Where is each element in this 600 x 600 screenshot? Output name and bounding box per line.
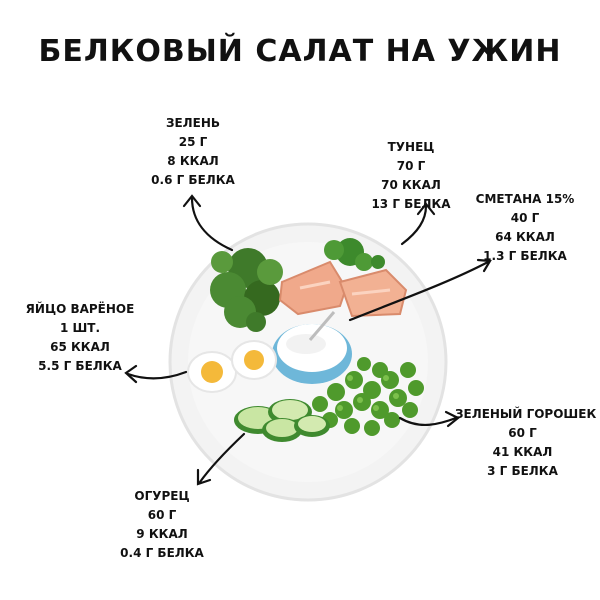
label-sour-cream: СМЕТАНА 15% 40 Г 64 ККАЛ 1.3 Г БЕЛКА (470, 190, 580, 266)
greens-name: ЗЕЛЕНЬ (165, 116, 221, 130)
label-egg: ЯЙЦО ВАРЁНОЕ 1 ШТ. 65 ККАЛ 5.5 Г БЕЛКА (20, 300, 140, 376)
cucumber-protein: 0.4 Г БЕЛКА (120, 546, 204, 560)
egg-kcal: 65 ККАЛ (50, 340, 110, 354)
cucumber-kcal: 9 ККАЛ (136, 527, 188, 541)
cucumber-amount: 60 Г (147, 508, 177, 522)
label-greens: ЗЕЛЕНЬ 25 Г 8 ККАЛ 0.6 Г БЕЛКА (148, 114, 238, 190)
sourcream-name: СМЕТАНА 15% (475, 192, 575, 206)
label-cucumber: ОГУРЕЦ 60 Г 9 ККАЛ 0.4 Г БЕЛКА (112, 487, 212, 563)
arrow-cucumber (198, 432, 246, 484)
greens-protein: 0.6 Г БЕЛКА (151, 173, 235, 187)
pointer-arrows (124, 194, 492, 486)
page-title: БЕЛКОВЫЙ САЛАТ НА УЖИН (38, 34, 562, 69)
greens-amount: 25 Г (178, 135, 208, 149)
egg-amount: 1 ШТ. (59, 321, 101, 335)
sour-cream-bowl (272, 311, 352, 384)
sourcream-amount: 40 Г (510, 211, 540, 225)
label-peas: ЗЕЛЕНЫЙ ГОРОШЕК 60 Г 41 ККАЛ 3 Г БЕЛКА (455, 405, 597, 481)
cucumber-name: ОГУРЕЦ (134, 489, 190, 503)
arrow-egg (126, 370, 188, 380)
peas-amount: 60 Г (508, 426, 537, 440)
arrow-sourcream (348, 260, 490, 322)
peas-name: ЗЕЛЕНЫЙ ГОРОШЕК (455, 407, 597, 421)
egg-protein: 5.5 Г БЕЛКА (38, 359, 122, 373)
greens-kcal: 8 ККАЛ (167, 154, 219, 168)
parsley-greens (210, 248, 283, 332)
label-tuna: ТУНЕЦ 70 Г 70 ККАЛ 13 Г БЕЛКА (366, 138, 456, 214)
arrow-greens (190, 196, 234, 252)
tuna-protein: 13 Г БЕЛКА (371, 197, 451, 211)
arrow-tuna (400, 204, 428, 246)
tuna-name: ТУНЕЦ (387, 140, 435, 154)
boiled-eggs (187, 340, 277, 393)
tuna-kcal: 70 ККАЛ (381, 178, 441, 192)
peas-protein: 3 Г БЕЛКА (487, 464, 558, 478)
cucumber-slices (234, 399, 330, 442)
tuna-amount: 70 Г (396, 159, 426, 173)
sourcream-kcal: 64 ККАЛ (495, 230, 555, 244)
egg-name: ЯЙЦО ВАРЁНОЕ (25, 302, 135, 316)
arrow-peas (398, 416, 458, 426)
sourcream-protein: 1.3 Г БЕЛКА (483, 249, 567, 263)
peas-kcal: 41 ККАЛ (492, 445, 553, 459)
